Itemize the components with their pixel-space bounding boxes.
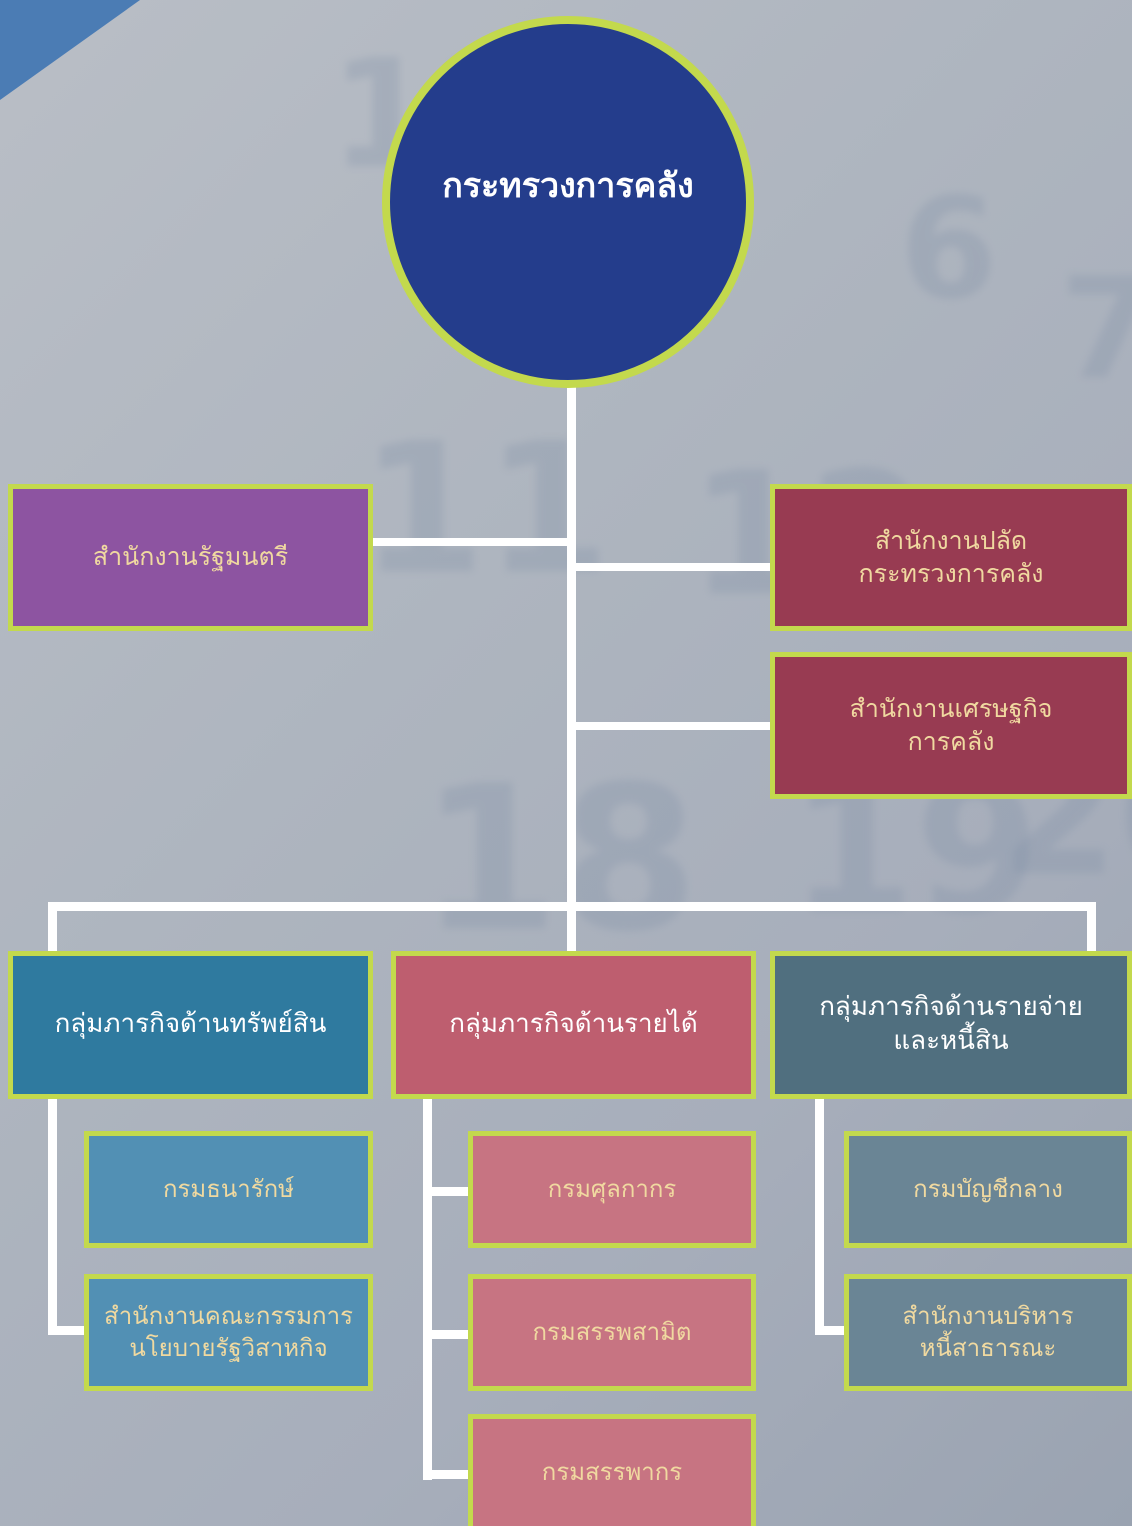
dept-public-debt-management: สำนักงานบริหาร หนี้สาธารณะ: [844, 1274, 1132, 1391]
office-minister: สำนักงานรัฐมนตรี: [8, 484, 373, 631]
dept-excise-label: กรมสรรพสามิต: [532, 1317, 692, 1346]
dept-customs-label: กรมศุลกากร: [547, 1174, 677, 1203]
office-fiscal-policy: สำนักงานเศรษฐกิจ การคลัง: [770, 652, 1132, 799]
dept-comptroller-general-label: กรมบัญชีกลาง: [913, 1174, 1063, 1203]
dept-treasury: กรมธนารักษ์: [84, 1131, 373, 1248]
ministry-title: กระทรวงการคลัง: [442, 165, 694, 206]
group-revenue-label: กลุ่มภารกิจด้านรายได้: [449, 1009, 698, 1040]
dept-revenue-label: กรมสรรพากร: [541, 1457, 683, 1486]
office-minister-label: สำนักงานรัฐมนตรี: [92, 542, 289, 572]
dept-treasury-label: กรมธนารักษ์: [162, 1174, 294, 1203]
corner-decoration: [0, 0, 140, 100]
dept-customs: กรมศุลกากร: [468, 1131, 756, 1248]
group-expense-debt-label: กลุ่มภารกิจด้านรายจ่าย และหนี้สิน: [819, 992, 1083, 1056]
group-expense-debt: กลุ่มภารกิจด้านรายจ่าย และหนี้สิน: [770, 951, 1132, 1099]
group-assets: กลุ่มภารกิจด้านทรัพย์สิน: [8, 951, 373, 1099]
dept-revenue: กรมสรรพากร: [468, 1414, 756, 1526]
group-assets-label: กลุ่มภารกิจด้านทรัพย์สิน: [54, 1009, 327, 1040]
group-revenue: กลุ่มภารกิจด้านรายได้: [391, 951, 756, 1099]
office-permanent-secretary-label: สำนักงานปลัด กระทรวงการคลัง: [858, 526, 1044, 588]
ministry-node: กระทรวงการคลัง: [382, 16, 754, 388]
dept-comptroller-general: กรมบัญชีกลาง: [844, 1131, 1132, 1248]
dept-public-debt-management-label: สำนักงานบริหาร หนี้สาธารณะ: [902, 1302, 1074, 1362]
office-fiscal-policy-label: สำนักงานเศรษฐกิจ การคลัง: [849, 694, 1053, 756]
dept-excise: กรมสรรพสามิต: [468, 1274, 756, 1391]
dept-state-enterprise-policy-label: สำนักงานคณะกรรมการ นโยบายรัฐวิสาหกิจ: [104, 1302, 353, 1362]
office-permanent-secretary: สำนักงานปลัด กระทรวงการคลัง: [770, 484, 1132, 631]
dept-state-enterprise-policy: สำนักงานคณะกรรมการ นโยบายรัฐวิสาหกิจ: [84, 1274, 373, 1391]
